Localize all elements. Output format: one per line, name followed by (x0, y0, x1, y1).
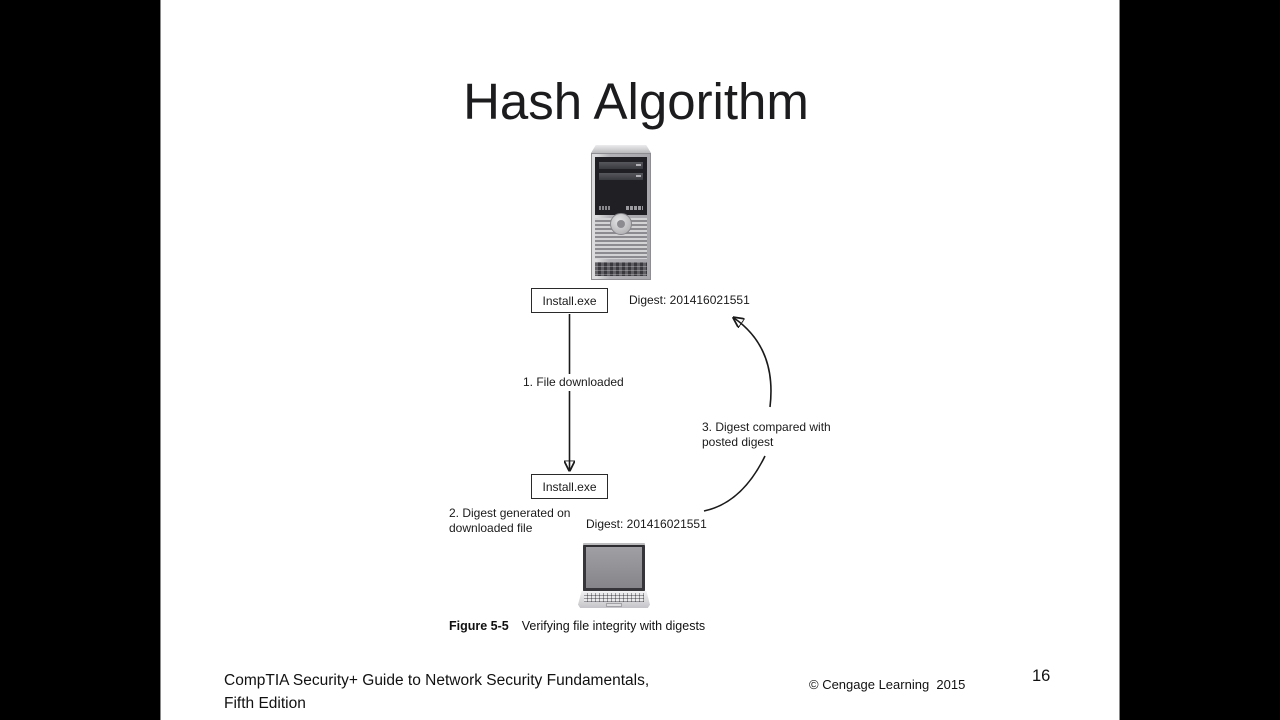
laptop-trackpad (606, 603, 622, 607)
step3-label: 3. Digest compared with posted digest (699, 419, 834, 450)
downloaded-file-label: Install.exe (542, 479, 597, 494)
downloaded-file-box: Install.exe (531, 474, 608, 499)
step2-label-line2: downloaded file (449, 520, 533, 535)
footer-book-title: CompTIA Security+ Guide to Network Secur… (224, 669, 649, 715)
laptop-base (578, 591, 650, 608)
laptop-screen (583, 545, 645, 591)
desktop-tower-computer-icon (591, 145, 651, 280)
page-number: 16 (1032, 667, 1051, 685)
downloaded-digest-text: Digest: 201416021551 (586, 517, 707, 531)
step3-label-line1: 3. Digest compared with (702, 420, 831, 434)
slide-title: Hash Algorithm (463, 73, 809, 130)
compare-arrow-lower (703, 455, 766, 512)
slide: Hash Algorithm (160, 0, 1120, 720)
step2-label: 2. Digest generated on downloaded file (449, 506, 570, 535)
drive-bay (599, 173, 643, 180)
power-button-icon (610, 213, 632, 235)
source-file-label: Install.exe (542, 293, 597, 308)
tower-front-panel (595, 157, 647, 215)
source-digest-text: Digest: 201416021551 (629, 293, 750, 307)
step2-label-line1: 2. Digest generated on (449, 506, 571, 520)
tower-indicator-lights (626, 206, 643, 210)
compare-arrow-upper (734, 318, 772, 408)
step1-label: 1. File downloaded (520, 374, 627, 391)
laptop-computer-icon (578, 545, 650, 608)
footer-book-title-line2: Fifth Edition (224, 695, 306, 712)
source-file-box: Install.exe (531, 288, 608, 313)
tower-logo (599, 206, 610, 210)
tower-vents (595, 213, 647, 259)
figure-caption: Figure 5-5 Verifying file integrity with … (449, 619, 705, 633)
figure-caption-label: Figure 5-5 (449, 619, 509, 633)
figure-caption-text: Verifying file integrity with digests (521, 619, 706, 633)
tower-top-bevel (591, 145, 651, 153)
step3-label-line2: posted digest (702, 434, 774, 449)
laptop-keyboard (584, 593, 644, 602)
footer-book-title-line1: CompTIA Security+ Guide to Network Secur… (224, 672, 650, 689)
drive-bay (599, 162, 643, 169)
footer-copyright: © Cengage Learning 2015 (809, 677, 966, 692)
tower-body (591, 153, 651, 280)
tower-grille (595, 262, 647, 276)
